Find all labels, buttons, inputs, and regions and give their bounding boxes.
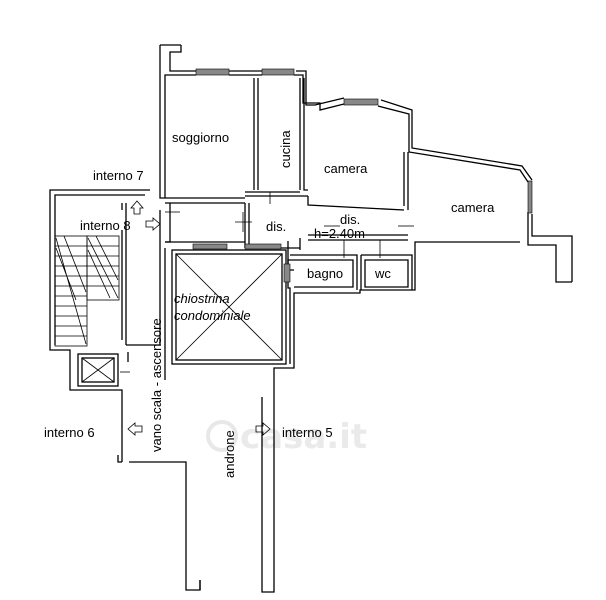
watermark-logo: casa.it xyxy=(206,417,367,457)
arrow-left-icon xyxy=(127,422,143,436)
label-dis-1: dis. xyxy=(266,219,286,234)
label-bagno: bagno xyxy=(307,266,343,281)
label-interno-8: interno 8 xyxy=(80,218,131,233)
label-soggiorno: soggiorno xyxy=(172,130,229,145)
outer-walls xyxy=(49,44,573,593)
label-camera-2: camera xyxy=(451,200,495,215)
arrow-up-icon xyxy=(130,200,144,215)
elevator-shaft xyxy=(77,353,130,387)
label-chiostrina: chiostrina xyxy=(174,291,230,306)
svg-text:casa.it: casa.it xyxy=(240,417,367,457)
label-interno-5: interno 5 xyxy=(282,425,333,440)
entry-arrows xyxy=(127,200,271,436)
label-androne: androne xyxy=(222,430,237,478)
label-interno-6: interno 6 xyxy=(44,425,95,440)
label-height: h=2.40m xyxy=(314,226,365,241)
label-wc: wc xyxy=(374,266,391,281)
label-dis-2: dis. xyxy=(340,212,360,227)
arrow-right-icon xyxy=(255,422,271,436)
windows xyxy=(192,68,533,283)
label-vano-scala: vano scala - ascensore xyxy=(149,318,164,452)
door-markers xyxy=(165,192,414,258)
chiostrina-cross xyxy=(175,253,283,361)
interior-walls xyxy=(121,78,413,380)
label-condominiale: condominiale xyxy=(174,308,251,323)
label-cucina: cucina xyxy=(278,130,293,168)
label-interno-7: interno 7 xyxy=(93,168,144,183)
label-camera-1: camera xyxy=(324,161,368,176)
arrow-right-icon xyxy=(145,217,161,231)
staircase xyxy=(54,235,120,347)
